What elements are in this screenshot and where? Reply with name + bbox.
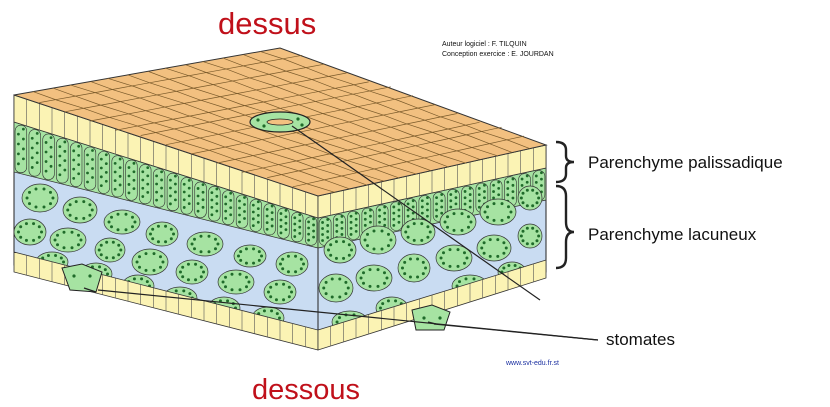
software-credit: Auteur logiciel : F. TILQUIN [442, 40, 554, 50]
credits: Auteur logiciel : F. TILQUIN Conception … [442, 40, 554, 60]
palisade-label: Parenchyme palissadique [588, 153, 783, 173]
bottom-side-label: dessous [252, 374, 360, 407]
brace-spongy [556, 186, 574, 268]
website-link[interactable]: www.svt-edu.fr.st [506, 360, 559, 367]
top-side-label: dessus [218, 6, 316, 42]
brace-palisade [556, 142, 574, 182]
spongy-label: Parenchyme lacuneux [588, 225, 756, 245]
design-credit: Conception exercice : E. JOURDAN [442, 50, 554, 60]
upper-stoma [250, 112, 310, 132]
stomata-label: stomates [606, 330, 675, 350]
